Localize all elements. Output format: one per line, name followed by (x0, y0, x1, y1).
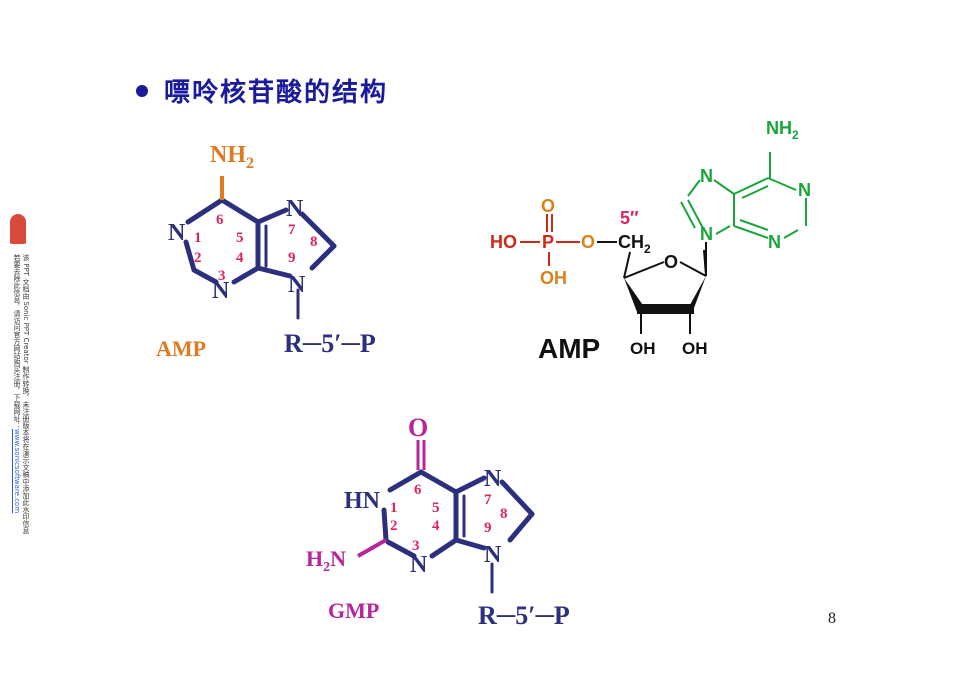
amp-right-label: AMP (538, 333, 600, 364)
amp-left-atom-n7: N (286, 196, 304, 222)
page-number: 8 (828, 610, 836, 627)
ring-number: 5 (432, 500, 440, 516)
phosphate-oxygen-double: O (541, 196, 555, 216)
bond (255, 207, 289, 225)
watermark-sidebar: 该 PPT 文档由 Sonic PPT Creator 制作转换，未注册版本将在… (8, 210, 30, 534)
gmp-substituent: R─5′─P (478, 601, 570, 630)
amp-left-nh2: NH2 (210, 142, 254, 172)
gmp-hn: HN (344, 488, 381, 514)
bond (231, 265, 261, 285)
phosphate-o-link: O (581, 232, 595, 252)
ring-number: 3 (412, 538, 420, 554)
bond (183, 239, 197, 273)
adenine-atom-n7: N (700, 166, 713, 186)
ch2-group: CH2 (618, 232, 651, 256)
adenine-atom-n1: N (798, 180, 811, 200)
position-5-label: 5″ (620, 208, 639, 228)
bond (219, 197, 261, 225)
ring-number: 1 (194, 230, 202, 246)
amp-right-phosphate: O HO P O OH (490, 196, 617, 288)
amp-left-label: AMP (156, 336, 206, 361)
amp-left-atom-n3: N (212, 278, 230, 304)
gmp-atom-n7: N (484, 466, 502, 492)
amp-left-atom-n9: N (288, 272, 306, 298)
watermark-text: 该 PPT 文档由 Sonic PPT Creator 制作转换，未注册版本将在… (12, 254, 30, 534)
ribose-oh-2: OH (630, 339, 656, 358)
ribose-oh-3: OH (682, 339, 708, 358)
bond (191, 267, 219, 285)
gmp-atom-n3: N (410, 552, 428, 578)
ribose-bold-bond (637, 304, 694, 314)
ribose-wedge-left (624, 278, 645, 312)
ring-number: 8 (310, 234, 318, 250)
adenine-atom-n9: N (700, 224, 713, 244)
ring-number: 7 (484, 492, 492, 508)
bullet-dot (136, 84, 148, 97)
amp-left-ring-numbers: 1 2 3 4 5 6 7 8 9 (194, 212, 318, 284)
ring-number: 6 (414, 482, 422, 498)
sonic-logo-icon (10, 214, 26, 244)
slide-title: 嘌呤核苷酸的结构 (136, 72, 388, 109)
adenine-atom-n3: N (768, 232, 781, 252)
bond (309, 243, 337, 271)
gmp-atom-n9: N (484, 542, 502, 568)
gmp-structure (381, 469, 535, 594)
ring-number: 4 (236, 250, 244, 266)
watermark-line-1: 该 PPT 文档由 Sonic PPT Creator 制作转换，未注册版本将在… (22, 254, 30, 534)
adenine-ring (680, 152, 807, 276)
ring-number: 2 (194, 250, 202, 266)
ring-number: 4 (432, 518, 440, 534)
amp-left-substituent: R─5′─P (284, 329, 376, 358)
watermark-link[interactable]: www.sonicsoftware.com (13, 429, 21, 514)
gmp-h2n: H2N (306, 546, 346, 575)
ring-number: 5 (236, 230, 244, 246)
ring-number: 7 (288, 222, 296, 238)
amp-right-nh2: NH2 (766, 118, 799, 142)
bond (255, 265, 293, 279)
ring-number: 1 (390, 500, 398, 516)
amp-left-structure (183, 197, 337, 320)
slide-title-text: 嘌呤核苷酸的结构 (164, 78, 389, 108)
bond (299, 211, 337, 249)
ribose-wedge-right (686, 276, 706, 312)
ring-number: 8 (500, 506, 508, 522)
watermark-line-2: 若要去除此信息，请访问官方网站购买注册，下载网址： (13, 254, 21, 429)
gmp-label: GMP (328, 598, 379, 623)
phosphate-p: P (542, 232, 554, 252)
gmp-carbonyl-oxygen: O (408, 413, 428, 442)
amp-left-atom-n1: N (168, 220, 186, 246)
ring-number: 9 (484, 520, 492, 536)
ring-number: 2 (390, 518, 398, 534)
gmp-amino-bond (357, 538, 387, 558)
ring-number: 6 (216, 212, 224, 228)
phosphate-ho: HO (490, 232, 517, 252)
ribose-oxygen: O (664, 252, 678, 272)
phosphate-oh: OH (540, 268, 567, 288)
ring-number: 3 (218, 268, 226, 284)
ring-number: 9 (288, 250, 296, 266)
gmp-ring-numbers: 1 2 3 4 5 6 7 8 9 (390, 482, 508, 554)
bond (185, 197, 225, 225)
